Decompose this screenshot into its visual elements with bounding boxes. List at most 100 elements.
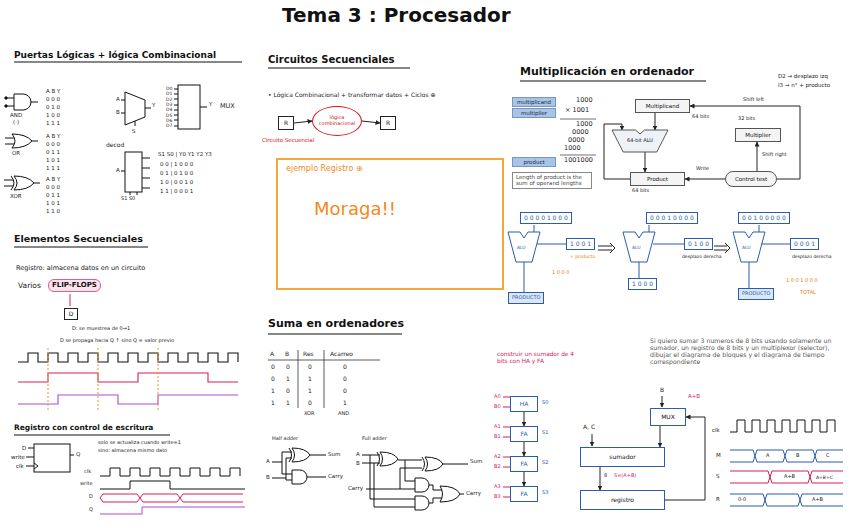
flipflop-arrow xyxy=(70,294,71,306)
note-label: 0 1 0 xyxy=(46,104,60,110)
timing-diagram xyxy=(730,471,843,483)
note-label: D4 xyxy=(166,107,172,112)
mux-symbol xyxy=(178,85,200,129)
box-text: FA xyxy=(520,491,527,498)
waveform xyxy=(18,353,238,362)
box-text: 64-bit ALU xyxy=(627,138,653,144)
note-label: 1 0 0 1 0 0 0 xyxy=(786,278,818,284)
note-label: decod xyxy=(106,142,124,149)
full-adder xyxy=(429,464,468,503)
connector-label: Shift left xyxy=(742,97,765,103)
note-label: + producto xyxy=(570,254,595,259)
note-label: D: se muestrea de 0→1 xyxy=(72,326,130,332)
note-label: A+B+C xyxy=(816,475,833,480)
logic-gate xyxy=(11,176,14,190)
note-label: 1 0 1 xyxy=(46,157,60,163)
full-adder xyxy=(377,452,398,466)
note-label: B xyxy=(116,109,120,115)
note-label: D3 xyxy=(166,102,172,107)
note-label: clk xyxy=(84,469,91,475)
heading-underline xyxy=(14,434,170,435)
connector xyxy=(600,467,601,490)
mux-symbol xyxy=(121,85,207,129)
note-label: A xyxy=(116,96,120,102)
timing-diagram xyxy=(100,481,245,489)
note-label: D6 xyxy=(166,118,172,123)
box-text: Control test xyxy=(735,176,767,182)
mux-symbol xyxy=(174,89,207,126)
register-symbol xyxy=(26,448,74,466)
box-text: Length of product is the sum of operand … xyxy=(516,174,588,187)
note-label: Q xyxy=(76,451,80,457)
note-label: 0 xyxy=(343,364,347,371)
box-text: Product xyxy=(647,176,668,182)
note-label: 0 xyxy=(343,376,347,383)
box-text: ejemplo Registro ⊕ xyxy=(286,164,363,173)
multiplication-rule xyxy=(560,119,596,155)
flipflop-tag: FLIP-FLOPS xyxy=(48,279,101,292)
note-label: clk xyxy=(712,427,720,433)
note-label: Sum xyxy=(328,451,340,457)
note-label: C xyxy=(826,453,830,459)
section-heading: Puertas Lógicas + lógica Combinacional xyxy=(14,50,216,60)
note-label: AND xyxy=(338,411,349,417)
note-label: sino: almacena mismo dato xyxy=(98,448,167,454)
box-text: multiplier xyxy=(521,110,547,116)
register-value: 1 0 0 0 xyxy=(628,278,657,290)
register-symbol xyxy=(34,444,70,472)
note-label: Carry xyxy=(466,490,481,496)
note-label: 32 bits xyxy=(738,116,755,122)
note-label: A xyxy=(356,451,360,457)
note-label: 1 xyxy=(286,400,290,407)
box-text: 0 1 0 0 xyxy=(688,241,709,248)
box-text: sumador xyxy=(609,454,635,461)
section-heading: Registro con control de escritura xyxy=(14,424,153,433)
full-adder xyxy=(422,457,443,471)
alu-step xyxy=(623,232,655,262)
note-label: A2 xyxy=(494,454,501,460)
note-label: 1 xyxy=(308,388,312,395)
decoder-symbol xyxy=(125,152,142,192)
register-symbol xyxy=(34,463,38,469)
note-label: 1 0 1 xyxy=(46,200,60,206)
note-label: S1 S0 xyxy=(121,196,135,202)
note-label: A1 xyxy=(494,424,501,430)
timing-diagram xyxy=(730,450,843,462)
step-arrow xyxy=(598,243,615,253)
operand-label: multiplier xyxy=(512,108,556,118)
note-label: Half adder xyxy=(272,436,298,442)
note-label: A0 xyxy=(494,394,501,400)
product-register: PRODUCTO xyxy=(738,288,774,300)
note-label: clk xyxy=(16,463,24,469)
alu-block: 64-bit ALU xyxy=(612,130,668,152)
block-input-arrow xyxy=(592,434,593,446)
box-text: 0 0 0 0 1 0 0 0 xyxy=(524,215,568,222)
note-label: 0000 xyxy=(568,137,585,144)
note-label: 1 0 | 0 0 1 0 xyxy=(160,179,193,185)
connector xyxy=(524,442,525,456)
box-text: FA xyxy=(520,431,527,438)
box-text: D xyxy=(69,311,74,318)
logic-gate xyxy=(4,94,40,190)
logic-gate xyxy=(12,134,32,148)
logic-gate xyxy=(14,176,34,190)
note-label: B3 xyxy=(494,494,501,500)
register-value: 0 0 1 0 0 0 0 0 xyxy=(738,212,790,224)
note-label: 1 1 | 0 0 0 1 xyxy=(160,188,193,194)
note-label: A xyxy=(266,458,270,464)
note-label: 1 xyxy=(286,376,290,383)
half-adder xyxy=(272,448,326,484)
waveform xyxy=(18,348,238,410)
note-label: Q xyxy=(89,507,93,513)
note-label: S3 xyxy=(542,490,548,496)
note-label: 0 xyxy=(271,376,275,383)
box-text: Multiplier xyxy=(745,132,771,138)
heading-underline xyxy=(268,333,402,334)
flipflop-arrow xyxy=(70,294,71,306)
box-text: MUX xyxy=(661,414,675,421)
note-label: write xyxy=(80,481,93,487)
full-adder xyxy=(415,478,429,492)
note-label: D7 xyxy=(166,123,172,128)
note-label: 0 0 0 xyxy=(46,184,60,190)
heading-underline xyxy=(520,80,706,81)
